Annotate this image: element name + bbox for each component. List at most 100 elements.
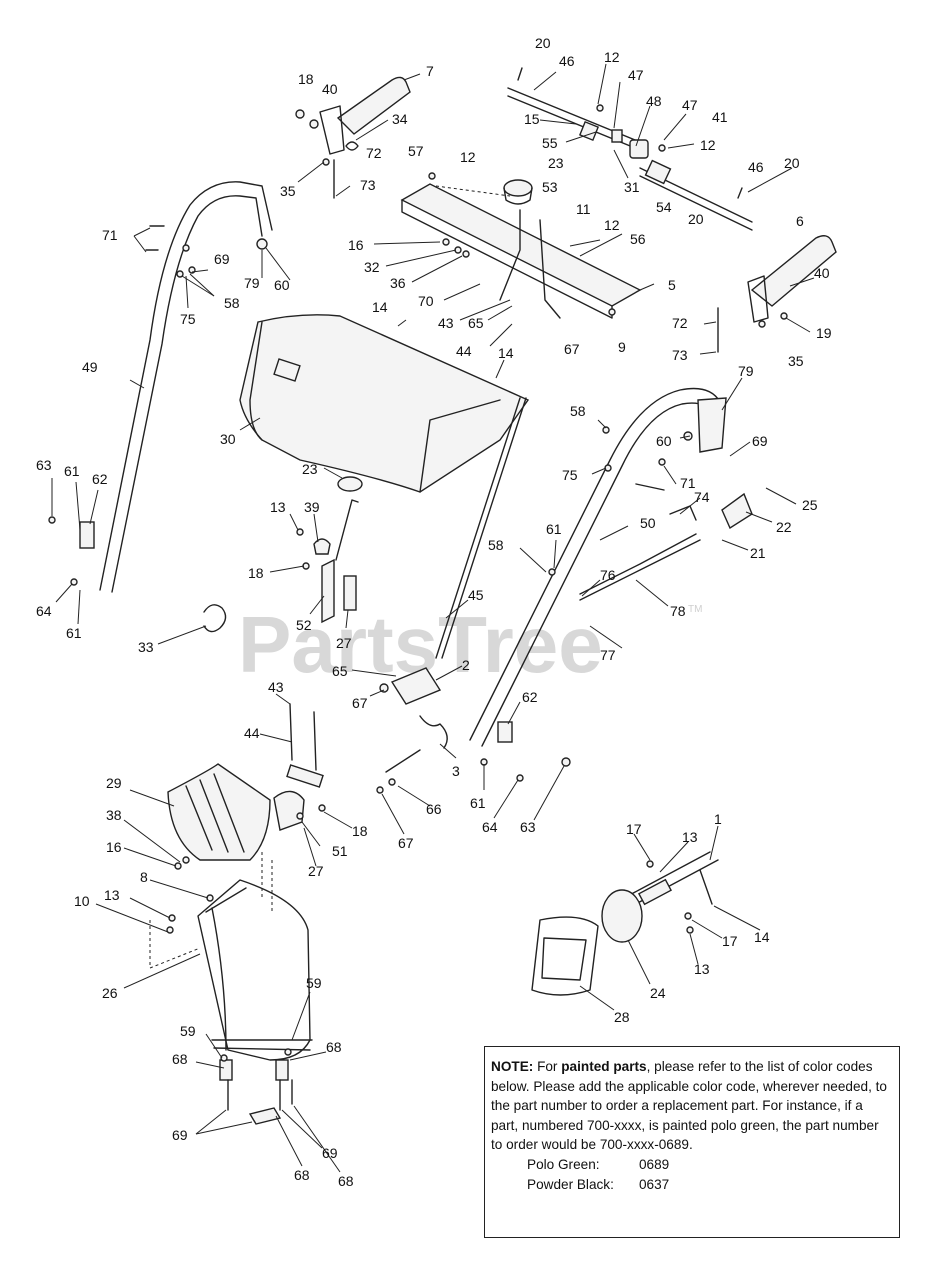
- lever-bracket: [295, 76, 411, 199]
- callout-72: 72: [366, 145, 382, 161]
- right-lever-bracket: [717, 235, 837, 353]
- callout-32: 32: [364, 259, 380, 275]
- callout-55: 55: [542, 135, 558, 151]
- callout-11: 11: [576, 201, 591, 217]
- callout-31: 31: [624, 179, 640, 195]
- callout-60: 60: [274, 277, 290, 293]
- chute-crank: [286, 667, 571, 794]
- callout-72: 72: [672, 315, 688, 331]
- callout-35: 35: [280, 183, 296, 199]
- callout-49: 49: [82, 359, 98, 375]
- callout-66: 66: [426, 801, 442, 817]
- color-codes: Polo Green: 0689 Powder Black: 0637: [491, 1155, 893, 1194]
- callout-61: 61: [66, 625, 82, 641]
- callout-48: 48: [646, 93, 662, 109]
- note-text: NOTE: For painted parts, please refer to…: [491, 1057, 893, 1155]
- callout-10: 10: [74, 893, 90, 909]
- note-box: NOTE: For painted parts, please refer to…: [484, 1046, 900, 1238]
- callout-40: 40: [322, 81, 338, 97]
- upper-shaft-assembly: [507, 67, 753, 231]
- callout-69: 69: [752, 433, 768, 449]
- callout-58: 58: [224, 295, 240, 311]
- housing: [239, 314, 530, 493]
- callout-41: 41: [712, 109, 728, 125]
- callout-69: 69: [214, 251, 230, 267]
- callout-64: 64: [482, 819, 498, 835]
- callout-78: 78: [670, 603, 686, 619]
- callout-71: 71: [680, 475, 696, 491]
- color-code-row: Powder Black: 0637: [491, 1175, 893, 1195]
- color-name: Powder Black:: [527, 1176, 614, 1192]
- callout-15: 15: [524, 111, 540, 127]
- callout-8: 8: [140, 869, 148, 885]
- note-text-1: For: [533, 1059, 562, 1074]
- callout-3: 3: [452, 763, 460, 779]
- callout-51: 51: [332, 843, 348, 859]
- callout-23: 23: [548, 155, 564, 171]
- note-bold: painted parts: [561, 1059, 647, 1074]
- callout-64: 64: [36, 603, 52, 619]
- callout-34: 34: [392, 111, 408, 127]
- callout-13: 13: [694, 961, 710, 977]
- note-text-2: , please refer to the list of color code…: [491, 1059, 887, 1153]
- impeller-assembly: [531, 851, 719, 996]
- callout-35: 35: [788, 353, 804, 369]
- callout-60: 60: [656, 433, 672, 449]
- leader-lines: [51, 63, 815, 1173]
- color-code-row: Polo Green: 0689: [491, 1155, 893, 1175]
- callout-30: 30: [220, 431, 236, 447]
- callout-69: 69: [172, 1127, 188, 1143]
- callout-77: 77: [600, 647, 616, 663]
- callout-9: 9: [618, 339, 626, 355]
- callout-5: 5: [668, 277, 676, 293]
- left-handle: [48, 181, 273, 593]
- callout-2: 2: [462, 657, 470, 673]
- callout-12: 12: [604, 49, 620, 65]
- callout-50: 50: [640, 515, 656, 531]
- callout-53: 53: [542, 179, 558, 195]
- callout-75: 75: [562, 467, 578, 483]
- callout-75: 75: [180, 311, 196, 327]
- callout-14: 14: [754, 929, 770, 945]
- callout-40: 40: [814, 265, 830, 281]
- callout-59: 59: [180, 1023, 196, 1039]
- callout-61: 61: [470, 795, 486, 811]
- callout-79: 79: [738, 363, 754, 379]
- callout-18: 18: [298, 71, 314, 87]
- callout-16: 16: [106, 839, 122, 855]
- callout-18: 18: [352, 823, 368, 839]
- callout-28: 28: [614, 1009, 630, 1025]
- callout-71: 71: [102, 227, 118, 243]
- callout-14: 14: [372, 299, 388, 315]
- callout-labels: 20 46 12 47 48 47 41 15 55 12 31 54 20 4…: [36, 35, 832, 1189]
- callout-67: 67: [398, 835, 414, 851]
- note-lead: NOTE:: [491, 1059, 534, 1074]
- callout-68: 68: [338, 1173, 354, 1189]
- callout-67: 67: [564, 341, 580, 357]
- callout-59: 59: [306, 975, 322, 991]
- upper-frame: [400, 172, 642, 319]
- callout-74: 74: [694, 489, 710, 505]
- callout-47: 47: [628, 67, 644, 83]
- callout-33: 33: [138, 639, 154, 655]
- callout-52: 52: [296, 617, 312, 633]
- callout-16: 16: [348, 237, 364, 253]
- chute-bracket: [203, 476, 363, 633]
- callout-12: 12: [604, 217, 620, 233]
- callout-12: 12: [700, 137, 716, 153]
- callout-68: 68: [326, 1039, 342, 1055]
- callout-36: 36: [390, 275, 406, 291]
- callout-79: 79: [244, 275, 260, 291]
- callout-44: 44: [456, 343, 472, 359]
- callout-56: 56: [630, 231, 646, 247]
- callout-69: 69: [322, 1145, 338, 1161]
- callout-45: 45: [468, 587, 484, 603]
- callout-25: 25: [802, 497, 818, 513]
- callout-44: 44: [244, 725, 260, 741]
- callout-1: 1: [714, 811, 722, 827]
- callout-58: 58: [570, 403, 586, 419]
- callout-22: 22: [776, 519, 792, 535]
- callout-26: 26: [102, 985, 118, 1001]
- callout-17: 17: [722, 933, 738, 949]
- callout-63: 63: [36, 457, 52, 473]
